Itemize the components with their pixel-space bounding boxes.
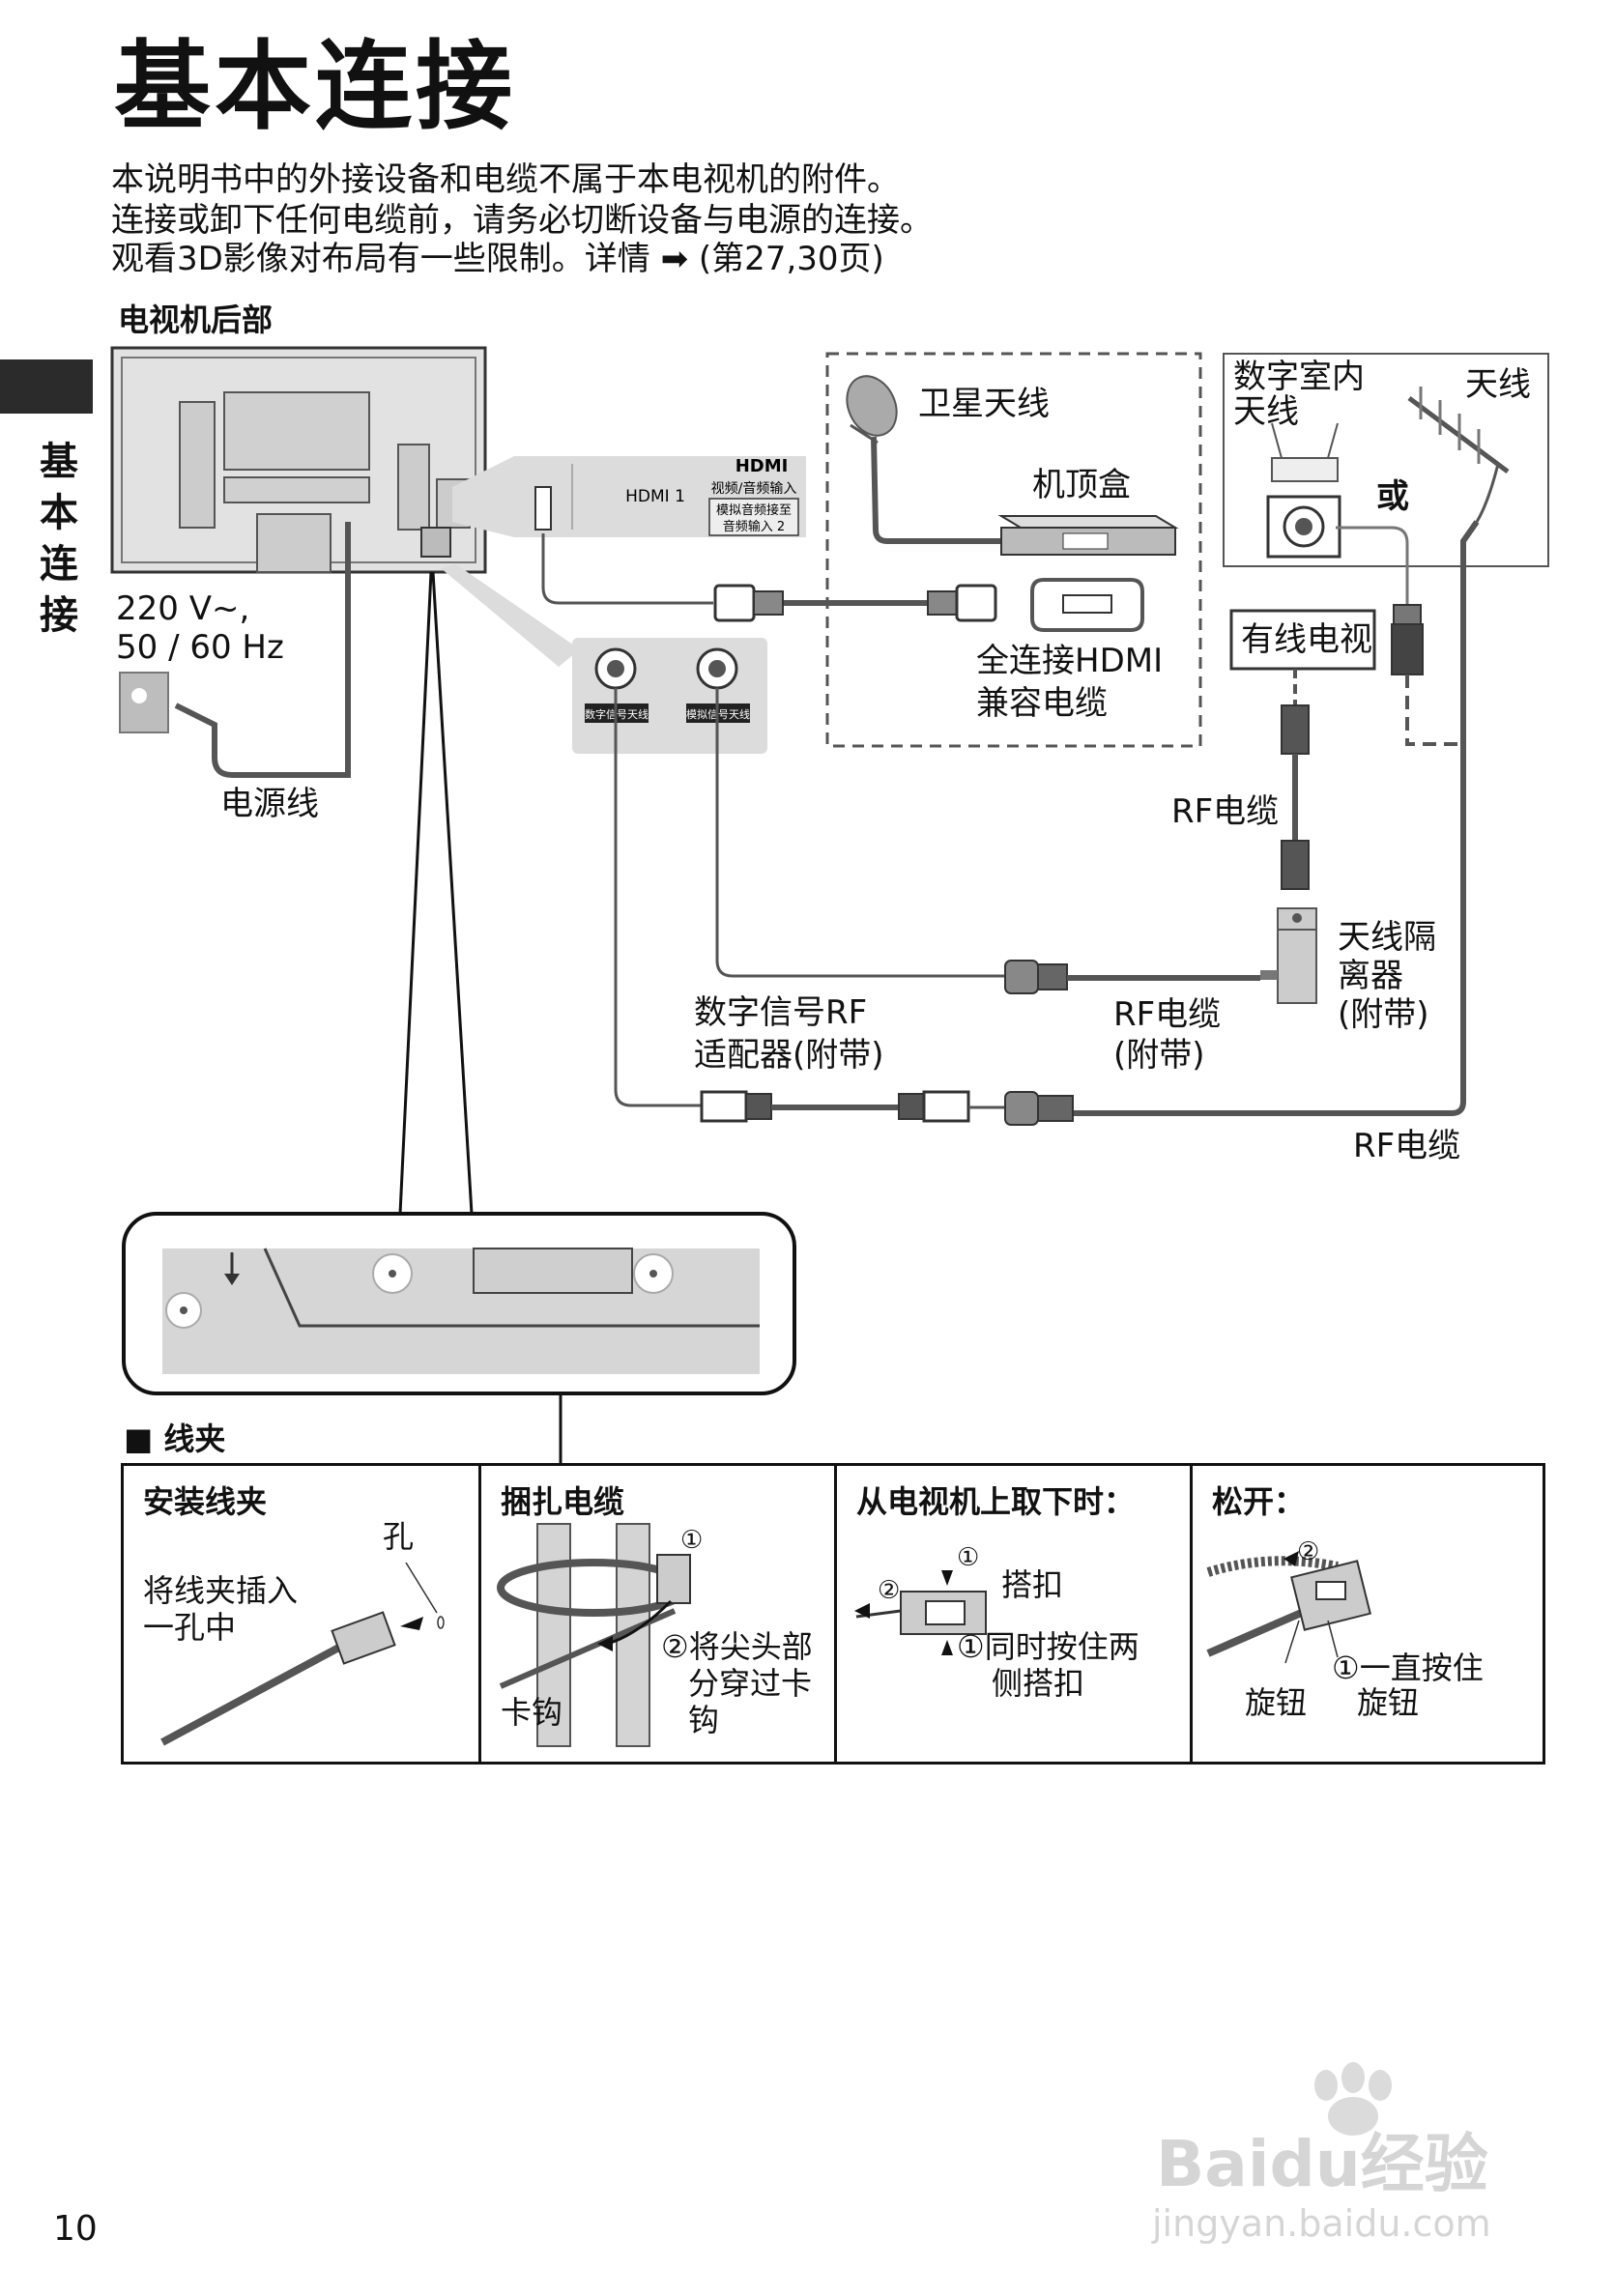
clamp-cell-bundle: 捆扎电缆 ① ②将尖头部 分穿过卡 钩 卡钩 (481, 1466, 837, 1762)
hdmi-panel: HDMI HDMI 1 视频/音频输入 模拟音频接至 音频输入 2 (514, 456, 806, 537)
clamp-cell-remove: 从电视机上取下时： ① 搭扣 ② ①同时按住两 侧搭扣 (837, 1466, 1193, 1762)
splitter-label-2: 离器 (1338, 957, 1403, 995)
power-cord-illustration (119, 522, 351, 778)
baidu-watermark-logo: Baidu经验 jingyan.baidu.com (1146, 2051, 1552, 2245)
rf-cable-label-bottom: RF电缆 (1353, 1127, 1461, 1165)
zoom-line-right (431, 571, 474, 1215)
power-spec-line-2: 50 / 60 Hz (116, 628, 284, 667)
rf-cable-label-top: RF电缆 (1171, 792, 1280, 831)
outdoor-antenna-icon (1407, 387, 1510, 523)
rf-cable-digital (614, 688, 1074, 1126)
set-top-box-label: 机顶盒 (1032, 466, 1131, 504)
svg-text:音频输入 2: 音频输入 2 (723, 519, 785, 534)
cell-title: 松开： (1212, 1483, 1306, 1520)
svg-text:模拟音频接至: 模拟音频接至 (716, 502, 792, 518)
intro-line-1: 本说明书中的外接设备和电缆不属于本电视机的附件。 (111, 160, 900, 199)
side-chapter-label: 基 本 连 接 (40, 440, 78, 638)
indoor-antenna-label-1: 数字室内 (1233, 358, 1365, 396)
satellite-antenna-label: 卫星天线 (918, 385, 1050, 423)
cell-title: 从电视机上取下时： (856, 1483, 1136, 1520)
rf-cable-supplied-label-2: (附带) (1113, 1036, 1205, 1075)
clamp-install-illustration (160, 1562, 445, 1746)
zoom-line-left (398, 571, 433, 1215)
rf-adapter-label-1: 数字信号RF (694, 993, 868, 1032)
power-spec-line-1: 220 V~, (116, 589, 250, 628)
clamp-remove-illustration (854, 1570, 987, 1655)
or-label: 或 (1376, 477, 1409, 516)
watermark-url: jingyan.baidu.com (1151, 2202, 1491, 2244)
hdmi-cable-label-2: 兼容电缆 (976, 684, 1108, 723)
indoor-antenna-icon (1266, 422, 1341, 559)
clamp-section-heading: ■ 线夹 (124, 1421, 226, 1457)
hdmi-port-name: HDMI 1 (625, 487, 685, 506)
rf-callout-beam (441, 564, 580, 667)
clamp-cell-release: 松开： ② ①一直按住 旋钮 旋钮 (1193, 1466, 1543, 1762)
zoom-detail-frame (122, 1212, 796, 1463)
hdmi-logo: HDMI (735, 456, 789, 476)
indoor-antenna-label-2: 天线 (1233, 392, 1299, 431)
splitter-label-3: (附带) (1338, 995, 1429, 1034)
clamp-cell-install: 安装线夹 孔 将线夹插入 一孔中 (124, 1466, 481, 1762)
tv-rear-label: 电视机后部 (118, 301, 274, 338)
cell-title: 捆扎电缆 (501, 1483, 625, 1520)
cell-title: 安装线夹 (143, 1483, 268, 1520)
intro-line-2: 连接或卸下任何电缆前，请务必切断设备与电源的连接。 (111, 201, 933, 240)
clamp-release-illustration (1206, 1551, 1371, 1664)
hdmi-callout-beam (452, 456, 514, 537)
rf-adapter-label-2: 适配器(附带) (694, 1036, 884, 1075)
clamp-instructions-table: 安装线夹 孔 将线夹插入 一孔中 捆扎电缆 ① ②将尖头部 分穿过卡 钩 卡钩 (121, 1463, 1545, 1765)
antenna-cables (1073, 520, 1480, 1116)
cable-tv-box (1229, 609, 1376, 671)
clamp-bundle-illustration (497, 1523, 691, 1747)
rf-panel: 数字信号天线 模拟信号天线 (572, 638, 767, 754)
rf-cable-supplied-label-1: RF电缆 (1113, 995, 1222, 1034)
hdmi-cable-label-1: 全连接HDMI (976, 642, 1164, 680)
intro-line-3: 观看3D影像对布局有一些限制。详情 ➡ (第27,30页) (111, 240, 884, 278)
antenna-box (1223, 353, 1549, 567)
satellite-dish-icon (846, 375, 1060, 544)
antenna-splitter-icon (1260, 907, 1317, 1004)
tv-rear-illustration (110, 346, 487, 574)
satellite-stb-box (825, 352, 1202, 748)
hdmi-cable (541, 533, 1144, 632)
cable-tv-label: 有线电视 (1241, 620, 1372, 659)
page-number: 10 (53, 2209, 98, 2249)
rf-cable-analog (715, 688, 1260, 994)
watermark-brand: Baidu经验 (1156, 2127, 1488, 2201)
set-top-box-icon (997, 515, 1179, 556)
page-title: 基本连接 (114, 30, 516, 143)
power-cord-label: 电源线 (220, 785, 319, 823)
side-tab-marker (0, 359, 93, 414)
antenna-label: 天线 (1465, 365, 1531, 404)
hdmi-port-desc: 视频/音频输入 (711, 480, 797, 497)
cable-tv-rf-cable (1281, 669, 1310, 890)
splitter-label-1: 天线隔 (1338, 918, 1436, 957)
